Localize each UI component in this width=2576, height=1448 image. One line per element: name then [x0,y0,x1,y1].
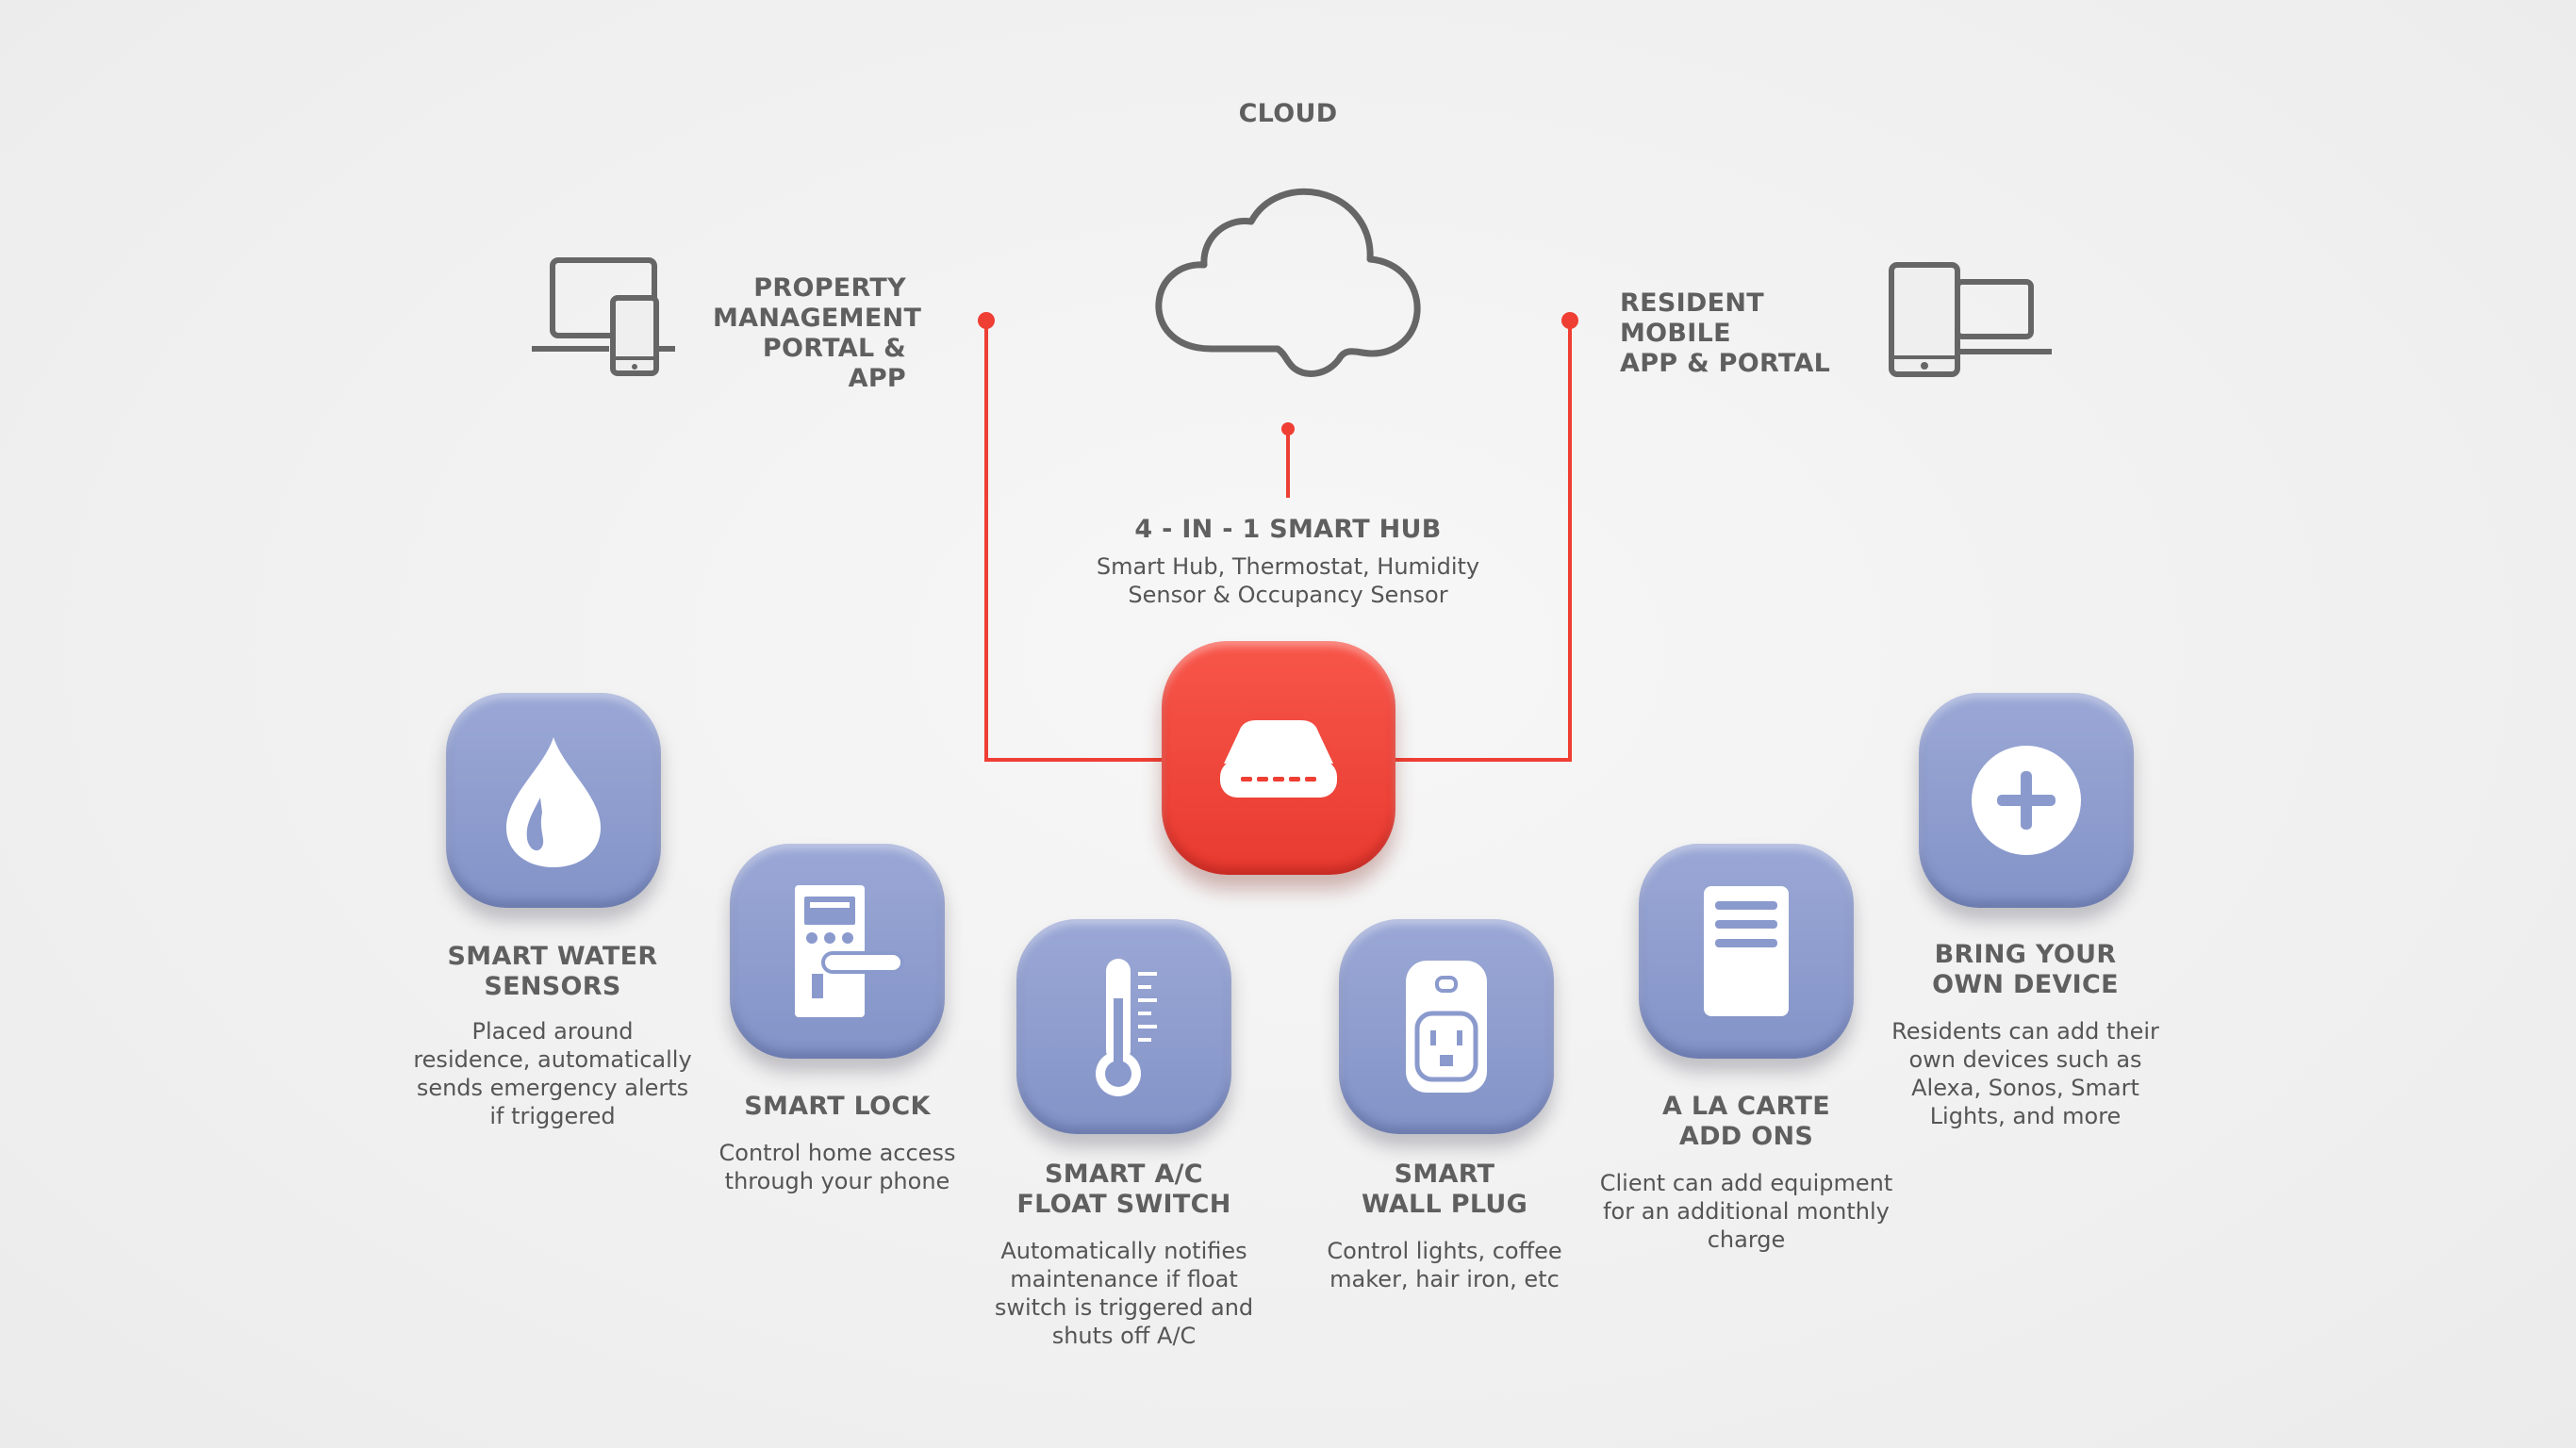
water-drop-icon [506,737,601,867]
carte-title: A LA CARTE ADD ONS [1662,1092,1830,1151]
smart-ac-tile[interactable] [1016,919,1231,1134]
wall-plug-icon [1406,961,1487,1093]
ac-title: SMART A/C FLOAT SWITCH [1016,1160,1231,1219]
door-lock-icon [795,885,904,1017]
connector-resident [1395,321,1572,762]
a-la-carte-tile[interactable] [1639,844,1854,1059]
lock-text: SMART LOCK Control home access through y… [686,1092,988,1195]
water-title: SMART WATER SENSORS [447,942,658,1001]
connector-dot-property [978,312,995,329]
plus-circle-icon [1972,746,2081,855]
water-description: Placed around residence, automatically s… [413,1018,692,1129]
document-icon [1704,886,1789,1016]
router-icon [1220,720,1337,798]
smart-lock-tile[interactable] [730,844,945,1059]
hub-title: 4 - IN - 1 SMART HUB [1134,515,1442,544]
smart-plug-tile[interactable] [1339,919,1554,1134]
smart-hub-tile[interactable] [1162,641,1395,875]
phone-laptop-icon [1889,262,2052,377]
connector-dot-cloud [1281,422,1295,436]
carte-description: Client can add equipment for an addition… [1599,1170,1893,1253]
hub-description: Smart Hub, Thermostat, Humidity Sensor &… [1096,553,1480,608]
lock-description: Control home access through your phone [718,1140,956,1194]
plug-title: SMART WALL PLUG [1361,1160,1528,1219]
plug-text: SMART WALL PLUG Control lights, coffee m… [1284,1160,1605,1293]
property-label: PROPERTY MANAGEMENT PORTAL & APP [713,273,922,393]
byod-title: BRING YOUR OWN DEVICE [1932,940,2119,999]
cloud-label: CLOUD [1238,99,1338,128]
connector-property [984,321,1169,762]
resident-label: RESIDENT MOBILE APP & PORTAL [1620,288,1831,378]
connector-dot-resident [1561,312,1578,329]
smart-water-tile[interactable] [446,693,661,908]
lock-title: SMART LOCK [744,1092,931,1121]
byod-tile[interactable] [1919,693,2134,908]
ac-text: SMART A/C FLOAT SWITCH Automatically not… [964,1160,1284,1350]
water-text: SMART WATER SENSORS Placed around reside… [402,942,703,1130]
thermometer-icon [1096,959,1157,1096]
ac-description: Automatically notifies maintenance if fl… [994,1238,1254,1349]
laptop-phone-icon [532,257,675,376]
carte-text: A LA CARTE ADD ONS Client can add equipm… [1586,1092,1907,1254]
plug-description: Control lights, coffee maker, hair iron,… [1327,1238,1562,1292]
byod-description: Residents can add their own devices such… [1891,1018,2159,1129]
byod-text: BRING YOUR OWN DEVICE Residents can add … [1865,940,2186,1130]
cloud-icon [1155,188,1421,377]
